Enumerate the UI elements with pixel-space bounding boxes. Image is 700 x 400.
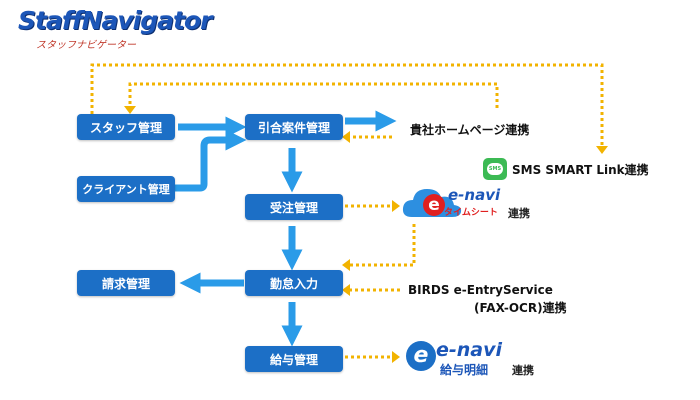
box-kintai-input: 勤怠入力 (245, 270, 343, 296)
label-enavi-timesheet-suffix: 連携 (508, 207, 530, 220)
sms-icon-bubble: SMS (487, 163, 503, 175)
logo-main-text: StaffNavigator (18, 6, 212, 35)
dotted-staff-to-sms (90, 63, 604, 146)
dotted-arrowhead-hikiai (342, 131, 350, 143)
enavi-payslip-brand: e-navi (436, 339, 503, 361)
enavi-payslip-sub: 給与明細 (440, 363, 489, 377)
dotted-arrowhead-kintai-birds (342, 284, 350, 296)
label-birds-line2: (FAX-OCR)連携 (474, 301, 567, 315)
label-enavi-payslip-suffix: 連携 (512, 364, 534, 377)
dotted-arrowhead-staff (124, 106, 136, 114)
dotted-enavi1-to-kintai (350, 224, 416, 267)
enavi-payslip-logo: e e-navi 給与明細 (402, 339, 512, 379)
dotted-arrowhead-kintai-top (342, 259, 350, 271)
box-seikyu-management: 請求管理 (77, 270, 175, 296)
logo: StaffNavigator スタッフナビゲーター (12, 6, 212, 54)
enavi-payslip-e-icon: e (406, 341, 436, 371)
box-kyuyo-management: 給与管理 (245, 346, 343, 372)
dotted-arrowhead-enavi1 (392, 200, 400, 212)
enavi-timesheet-sub: タイムシート (444, 208, 498, 218)
dotted-arrowhead-enavi2 (392, 351, 400, 363)
enavi-timesheet-logo: e e-navi タイムシート (402, 183, 508, 221)
enavi-timesheet-e-icon: e (423, 194, 445, 216)
box-hikiai-management: 引合案件管理 (245, 114, 343, 140)
logo-sub-text: スタッフナビゲーター (36, 40, 136, 51)
dotted-arrowhead-sms (596, 146, 608, 154)
box-client-management: クライアント管理 (77, 176, 175, 202)
label-birds-line1: BIRDS e-EntryService (408, 283, 553, 297)
label-sms-link: SMS SMART Link連携 (512, 163, 649, 177)
sms-icon-text: SMS (488, 166, 502, 172)
arrow-client-to-hikiai (174, 129, 247, 192)
sms-icon: SMS (483, 158, 507, 180)
box-staff-management: スタッフ管理 (77, 114, 175, 140)
box-juchu-management: 受注管理 (245, 194, 343, 220)
label-homepage-link: 貴社ホームページ連携 (410, 123, 530, 137)
dotted-homepage-to-staff (128, 82, 499, 108)
enavi-timesheet-brand: e-navi (448, 186, 501, 204)
